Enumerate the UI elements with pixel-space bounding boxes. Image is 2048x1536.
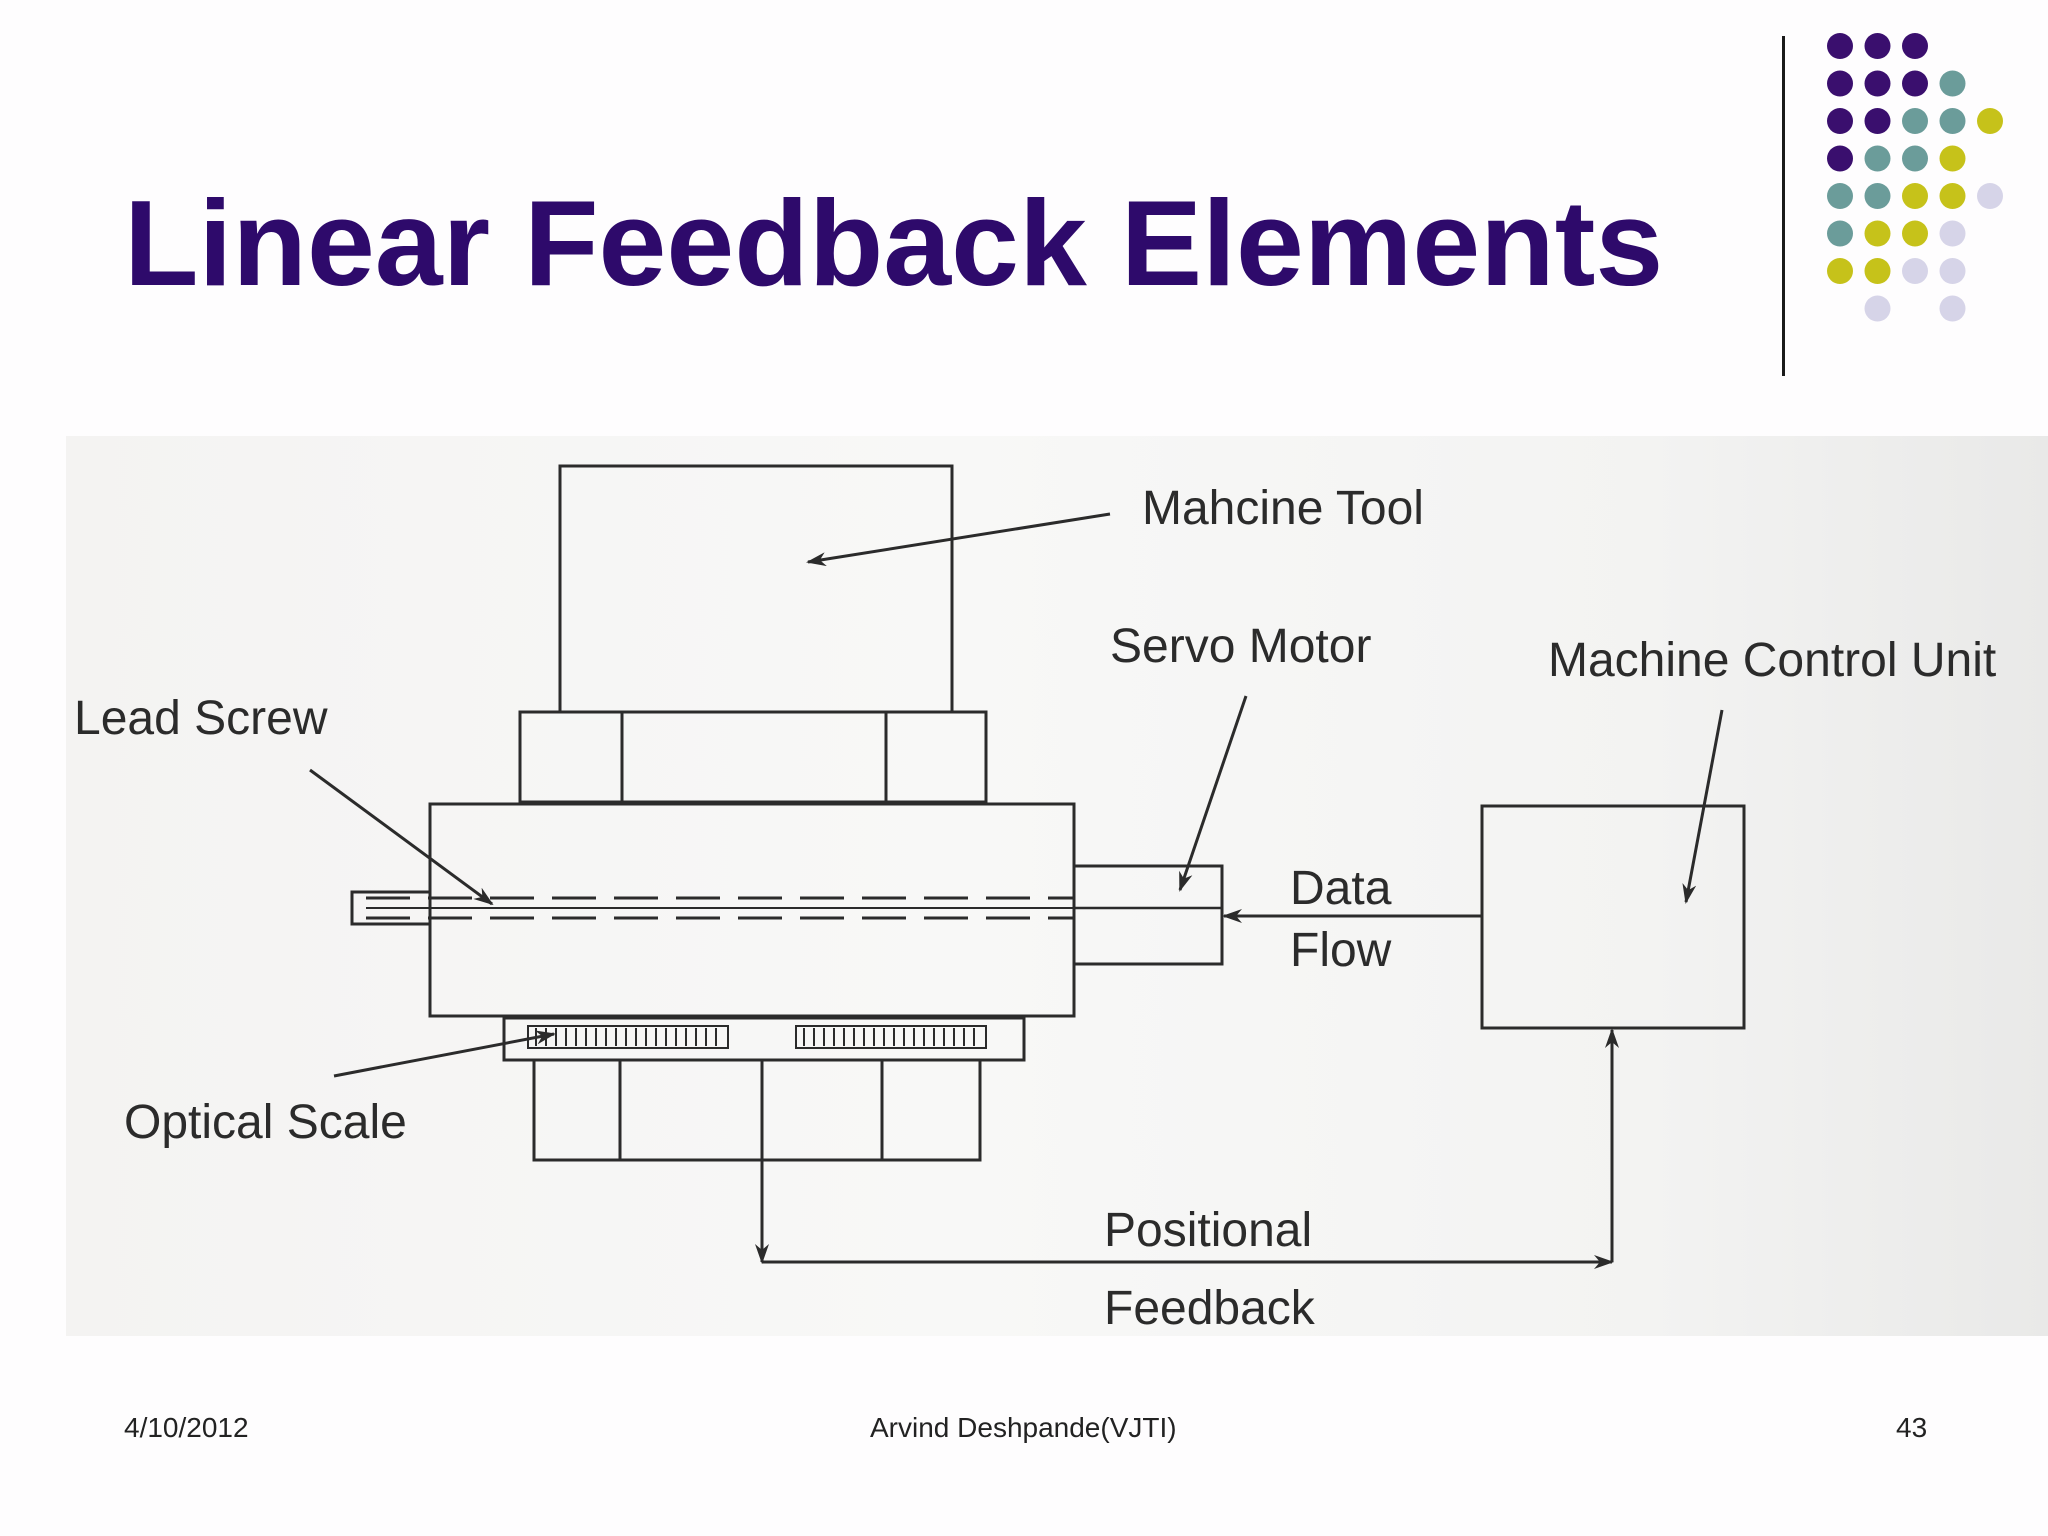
servo-motor-label: Servo Motor — [1110, 620, 1371, 673]
optical-scale-gratings — [527, 1025, 987, 1049]
mcu-leader-arrow — [1682, 709, 1724, 904]
machine-tool-block — [558, 464, 954, 714]
optical-scale-leader-arrow — [333, 1030, 556, 1078]
slide-title: Linear Feedback Elements — [124, 175, 1664, 311]
positional-feedback-label-line1: Positional — [1104, 1204, 1312, 1257]
footer-author: Arvind Deshpande(VJTI) — [870, 1412, 1177, 1443]
machine-control-unit-label: Machine Control Unit — [1548, 634, 1996, 687]
upper-saddle — [518, 710, 988, 804]
lead-screw — [366, 896, 1222, 920]
optical-scale-label: Optical Scale — [124, 1096, 407, 1149]
data-flow-label-line2: Flow — [1290, 924, 1392, 977]
optical-scale-housing — [502, 1016, 1026, 1062]
data-flow-label-line1: Data — [1290, 862, 1392, 915]
diagram-scan-background — [66, 436, 2048, 1336]
servo-motor-block — [1072, 864, 1224, 966]
machine-base — [532, 1058, 982, 1162]
servo-motor-leader-arrow — [1178, 695, 1248, 892]
machine-tool-label: Mahcine Tool — [1142, 482, 1424, 535]
lead-screw-leader-arrow — [309, 768, 494, 906]
machine-tool-leader-arrow — [806, 512, 1111, 567]
machine-table — [428, 802, 1076, 1018]
footer-date: 4/10/2012 — [124, 1412, 249, 1443]
footer-page-number: 43 — [1896, 1412, 1928, 1443]
machine-control-unit-block — [1480, 804, 1746, 1030]
lead-screw-label: Lead Screw — [74, 692, 328, 745]
positional-feedback-label-line2: Feedback — [1104, 1282, 1316, 1335]
title-divider-line — [1782, 36, 1785, 376]
